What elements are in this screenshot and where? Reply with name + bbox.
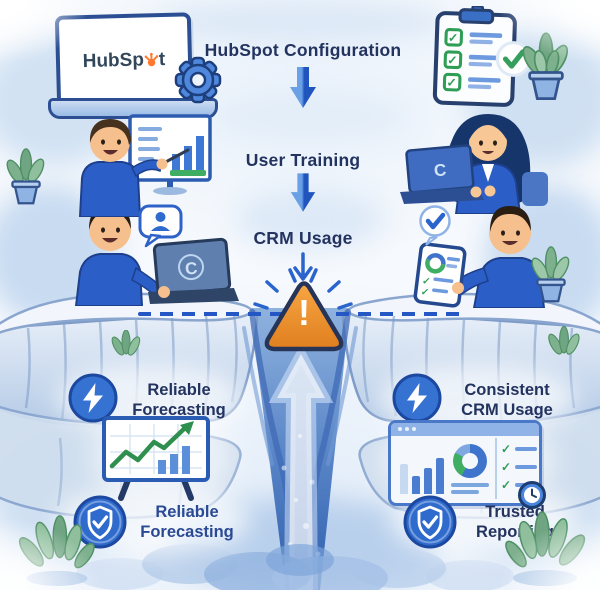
window-dot xyxy=(405,427,409,431)
step-label-configuration: HubSpot Configuration xyxy=(204,40,402,60)
check-icon: ✓ xyxy=(501,478,512,492)
check-icon: ✓ xyxy=(501,442,512,456)
corner-plant xyxy=(505,511,586,586)
check-icon: ✓ xyxy=(446,76,457,90)
bar xyxy=(436,458,444,494)
laptop-logo: C xyxy=(433,160,447,180)
window-dot xyxy=(412,427,416,431)
checklist-clipboard-illustration: ✓ ✓ ✓ xyxy=(432,6,532,107)
trainer-illustration xyxy=(78,119,190,217)
down-arrow-icon xyxy=(290,67,316,108)
user-chat-bubble-icon xyxy=(138,204,183,248)
shield-check-badge-icon xyxy=(403,495,457,549)
exclamation-mark: ! xyxy=(298,292,310,333)
dashboard-divider xyxy=(495,438,497,499)
laptop: C xyxy=(405,144,475,194)
benefit-label-reliable-forecasting-bottom: Reliable Forecasting xyxy=(140,503,234,542)
hand xyxy=(158,286,170,298)
check-icon: ✓ xyxy=(420,287,430,299)
check-icon: ✓ xyxy=(501,460,512,474)
dashboard-check-row: ✓ xyxy=(501,442,538,456)
laptop-logo: C xyxy=(184,259,198,279)
benefit-label-consistent-crm-usage: Consistent CRM Usage xyxy=(461,381,553,420)
window-dot xyxy=(398,427,402,431)
bar xyxy=(412,476,420,494)
grass-tuft xyxy=(111,330,141,356)
dashboard-donut-chart xyxy=(453,444,487,478)
hubspot-logo-text: t xyxy=(158,48,166,71)
potted-plant xyxy=(531,246,570,303)
step-label-training: User Training xyxy=(245,150,361,170)
hand xyxy=(156,158,168,170)
tablet: ✓ ✓ xyxy=(413,242,467,308)
hand xyxy=(452,282,464,294)
check-bubble-icon xyxy=(419,205,451,246)
bar xyxy=(400,464,408,494)
grass-tuft xyxy=(548,326,580,355)
hubspot-sprocket-icon xyxy=(144,52,159,67)
dashboard-bar-chart xyxy=(400,458,444,494)
lightning-badge-icon xyxy=(392,373,442,423)
down-arrow-icon xyxy=(290,173,316,212)
step-label-usage: CRM Usage xyxy=(253,228,353,248)
warning-triangle-icon: ! xyxy=(261,278,347,356)
dashboard-check-row: ✓ xyxy=(501,460,538,474)
potted-plant xyxy=(522,32,569,100)
bar xyxy=(424,468,432,494)
check-icon: ✓ xyxy=(447,53,458,67)
dashboard-line xyxy=(451,483,489,487)
dashboard-titlebar xyxy=(391,423,539,436)
growth-chart-board-illustration xyxy=(102,416,210,501)
corner-plant xyxy=(18,515,95,586)
check-icon: ✓ xyxy=(448,31,459,45)
hubspot-logo-text: HubSp xyxy=(82,49,145,73)
